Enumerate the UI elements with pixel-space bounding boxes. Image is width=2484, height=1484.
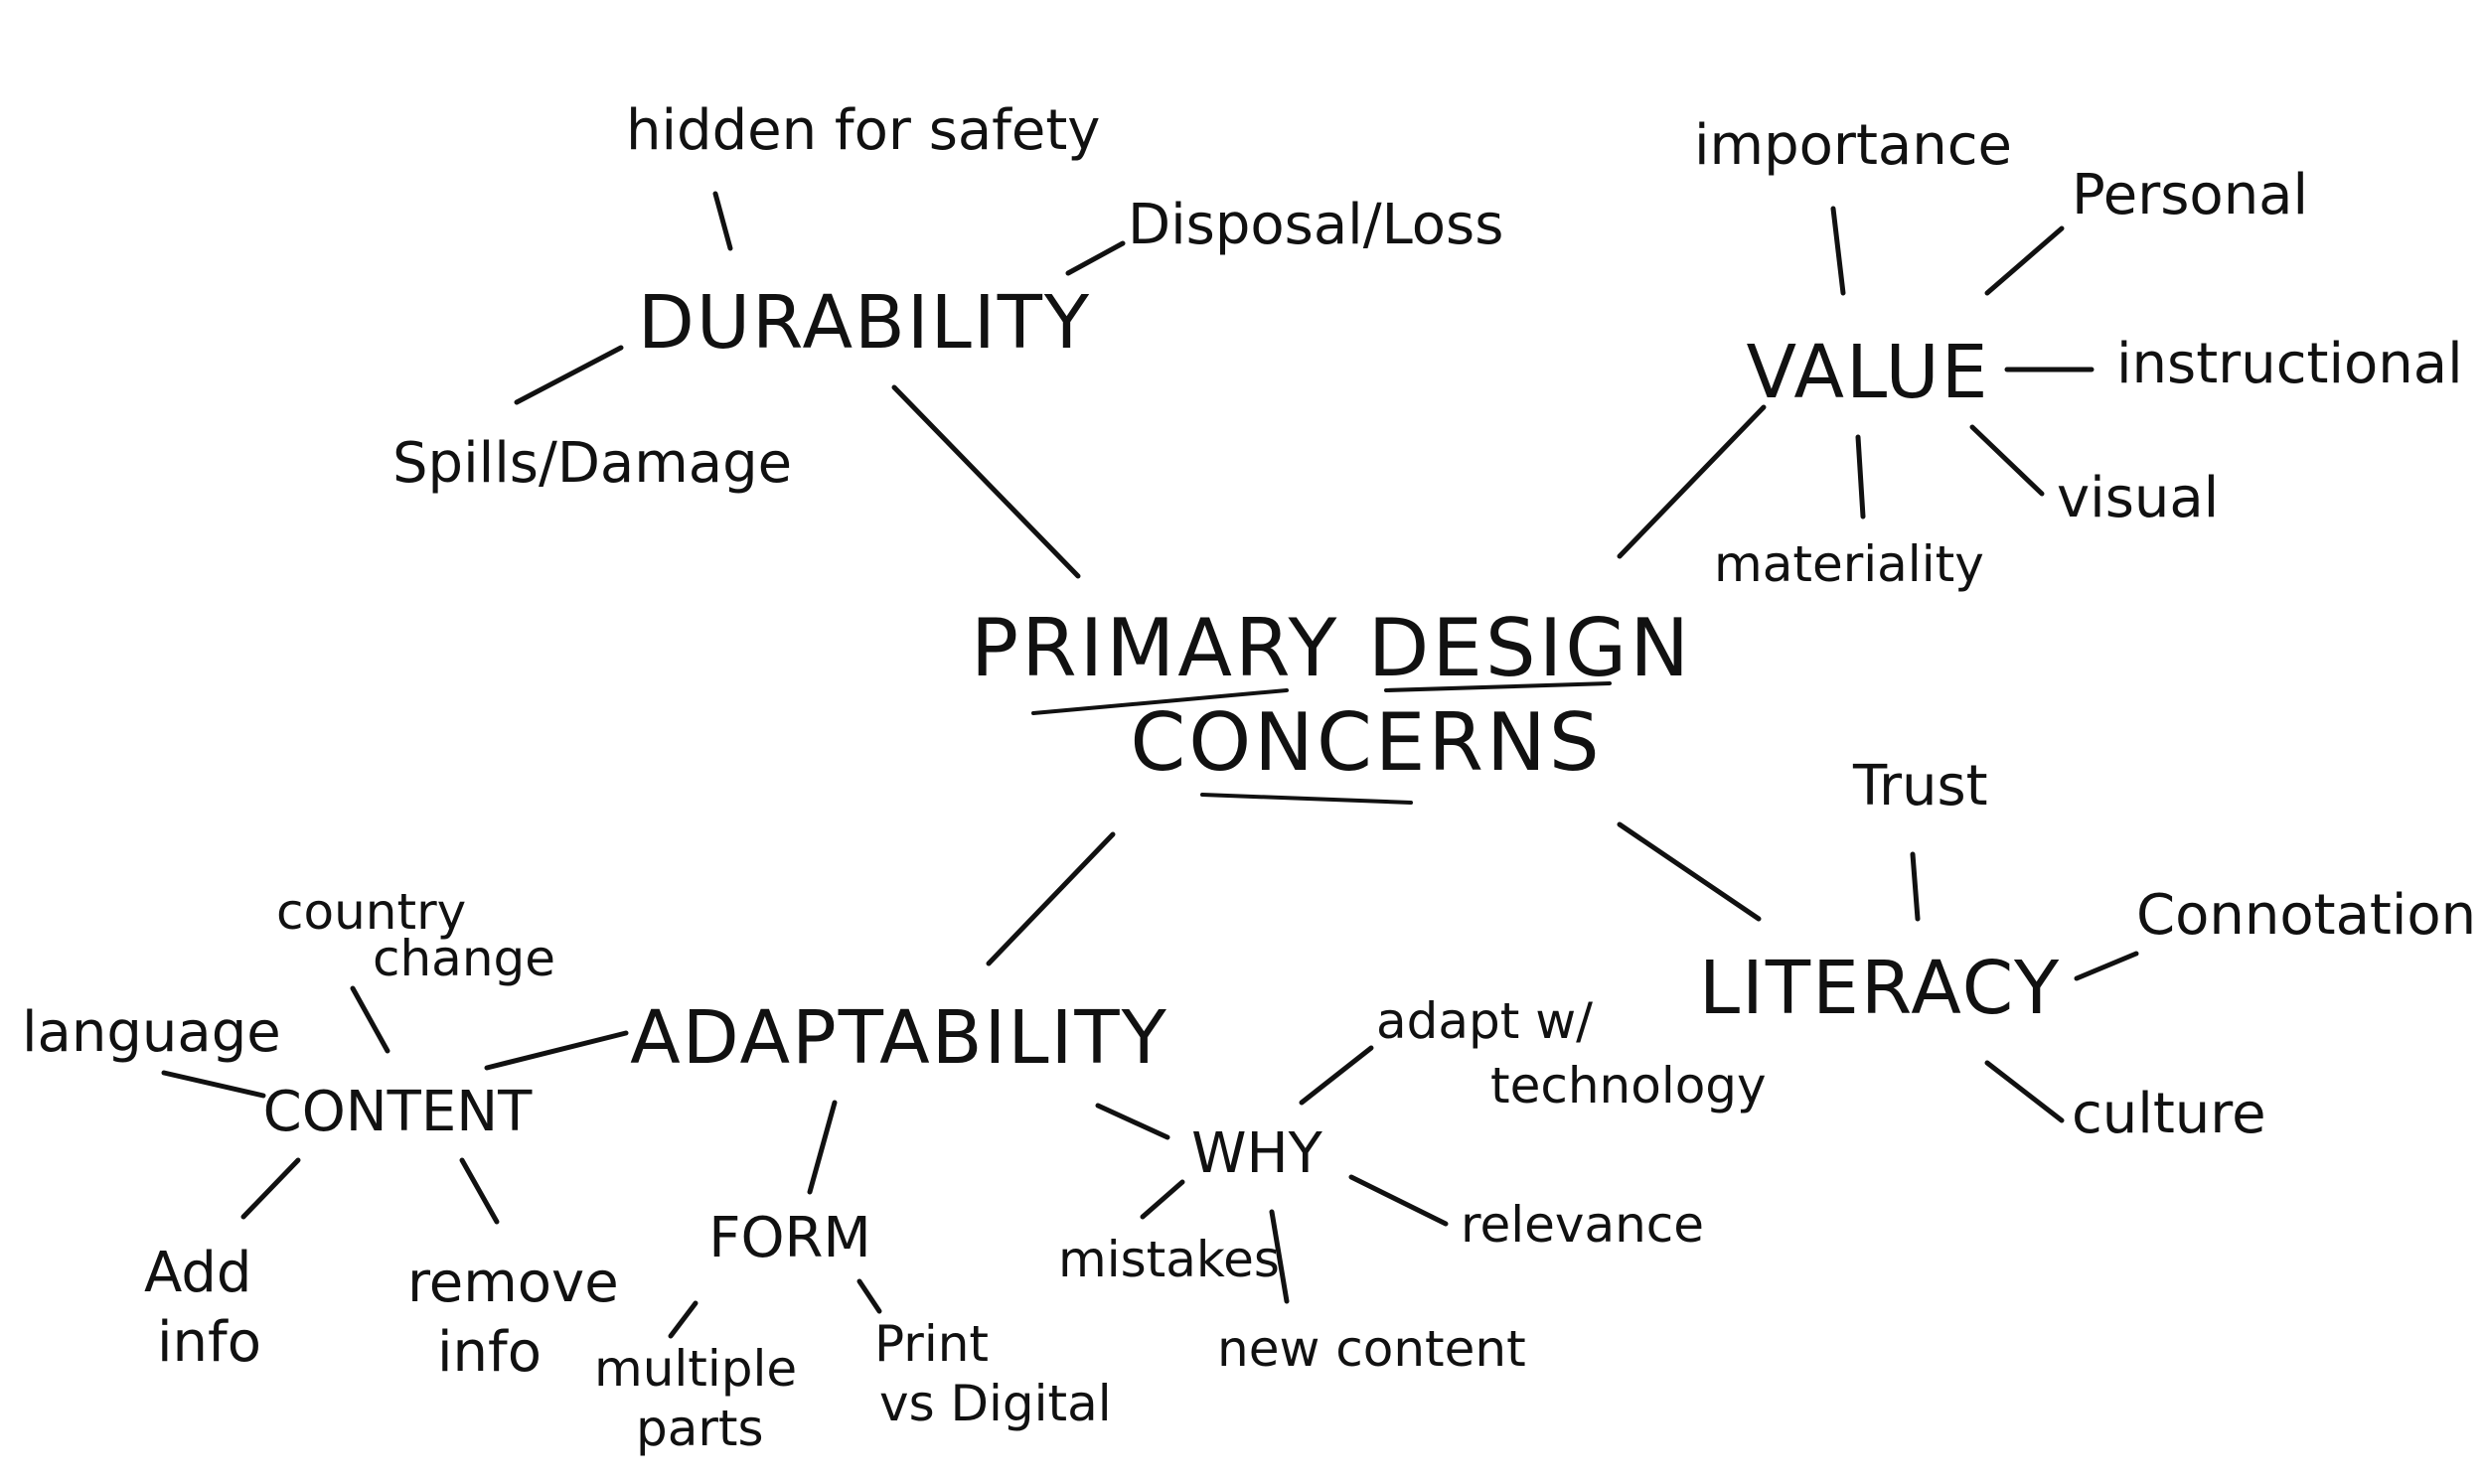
link-center-literacy [1617,821,1762,922]
remove-info-label-line2: info [437,1320,542,1385]
link-durability-disposal [1065,240,1126,276]
link-center-durability [891,384,1081,579]
remove-info-label-line1: remove [407,1251,619,1315]
link-adaptability-content [484,1030,629,1071]
center-title-line1: PRIMARY DESIGN [971,602,1692,694]
importance-label: importance [1694,113,2012,178]
link-content-country [350,985,390,1054]
link-why-new-content [1269,1209,1290,1304]
link-value-personal [1984,225,2065,296]
country-change-label-line1: country [276,883,466,941]
link-why-relevance [1348,1174,1449,1227]
multiple-parts-label-line2: parts [636,1400,764,1457]
materiality-label: materiality [1714,535,1984,593]
link-literacy-trust [1910,851,1921,922]
adapt-technology-label-line2: technology [1490,1057,1767,1114]
link-content-add [240,1157,301,1220]
link-form-multiple [668,1300,699,1339]
instructional-label: instructional [2116,332,2463,396]
literacy-node: LITERACY [1699,946,2061,1031]
center-underline-1 [1031,688,1289,715]
connotation-label: Connotation [2136,883,2476,948]
add-info-label-line2: info [157,1310,261,1375]
durability-node: DURABILITY [638,280,1091,366]
adapt-technology-label-line1: adapt w/ [1376,992,1593,1050]
center-node: PRIMARY DESIGN CONCERNS [971,602,1692,805]
literacy-cluster: LITERACY Trust Connotation culture [1699,754,2476,1146]
culture-label: culture [2072,1082,2266,1146]
content-node: CONTENT [263,1080,534,1144]
adaptability-node: ADAPTABILITY [630,995,1168,1081]
link-value-materiality [1855,434,1866,519]
print-vs-digital-label-line1: Print [874,1315,989,1373]
add-info-label-line1: Add [144,1241,251,1305]
link-adaptability-why [1095,1103,1170,1140]
link-why-adapt [1299,1045,1374,1106]
link-literacy-culture [1984,1060,2065,1123]
spills-damage-label: Spills/Damage [392,431,792,496]
center-underline-3 [1200,793,1413,805]
link-value-visual [1969,424,2045,497]
connector-lines [161,191,2139,1339]
form-node: FORM [708,1206,871,1270]
link-form-print [856,1278,882,1314]
multiple-parts-label-line1: multiple [594,1340,797,1398]
link-center-value [1617,404,1767,559]
mistakes-label: mistakes [1058,1231,1280,1288]
value-cluster: VALUE importance Personal instructional … [1694,113,2463,593]
link-content-language [161,1070,266,1099]
personal-label: Personal [2072,163,2308,227]
link-durability-hidden [712,191,733,251]
link-literacy-connotation [2074,951,2139,981]
new-content-label: new content [1217,1320,1526,1378]
link-adaptability-form [807,1100,838,1195]
disposal-loss-label: Disposal/Loss [1128,193,1503,257]
language-label: language [22,1000,281,1065]
link-value-importance [1830,206,1846,296]
relevance-label: relevance [1461,1196,1704,1254]
durability-cluster: DURABILITY hidden for safety Disposal/Lo… [392,98,1503,496]
link-content-remove [459,1157,500,1225]
visual-label: visual [2057,466,2219,530]
value-node: VALUE [1747,330,1990,415]
print-vs-digital-label-line2: vs Digital [879,1375,1112,1432]
center-underline-2 [1384,681,1612,692]
why-node: WHY [1191,1121,1322,1186]
link-durability-spills [514,345,624,405]
trust-label: Trust [1852,754,1988,818]
country-change-label-line2: change [373,930,555,987]
center-title-line2: CONCERNS [1130,696,1602,789]
link-why-mistakes [1140,1179,1185,1220]
link-center-adaptability [986,831,1116,966]
hidden-for-safety-label: hidden for safety [626,98,1100,163]
adaptability-cluster: ADAPTABILITY CONTENT country change lang… [22,883,1767,1457]
